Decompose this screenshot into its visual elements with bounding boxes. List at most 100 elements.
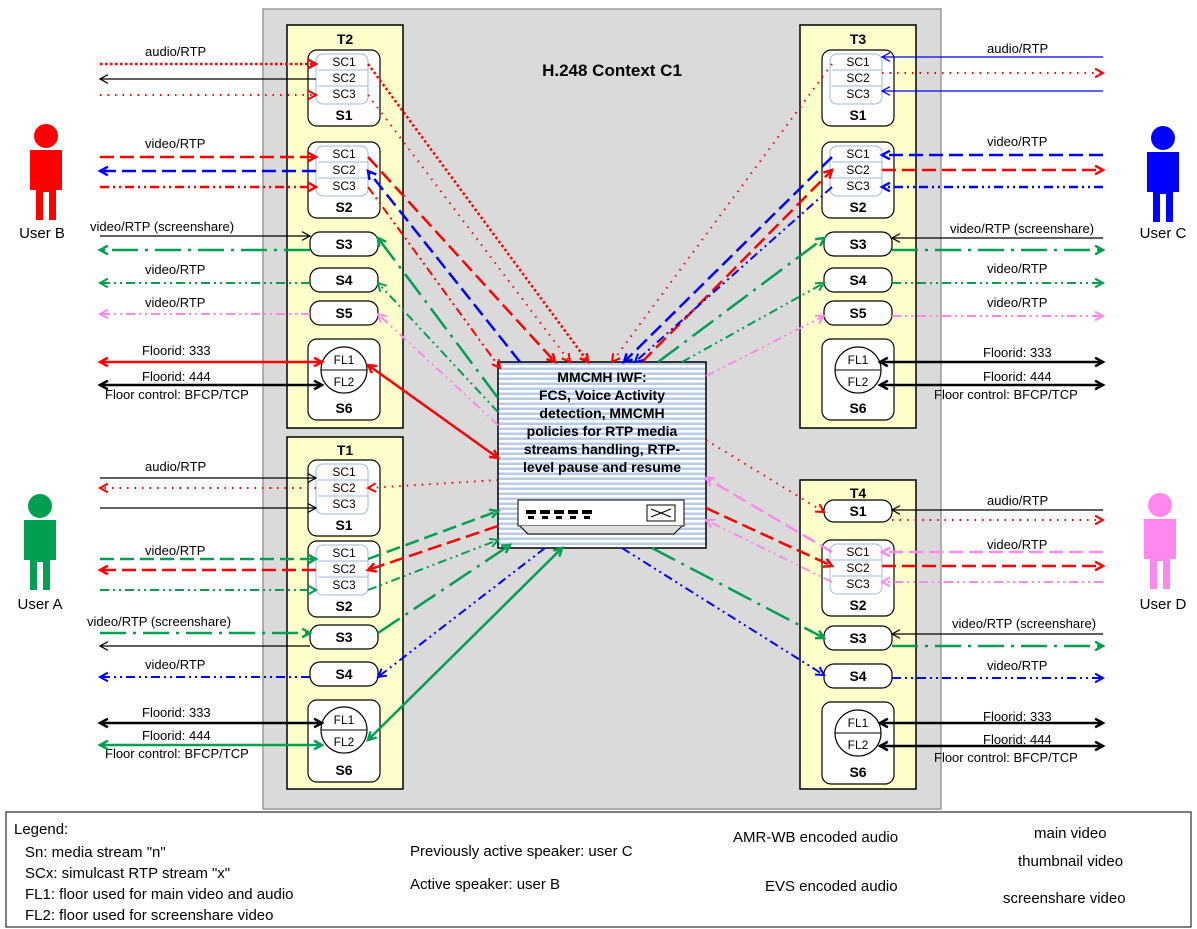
t2-stream-s4: S4 bbox=[309, 267, 379, 293]
t1-floor-444-label: Floorid: 444 bbox=[142, 728, 211, 743]
sc2-label: SC2 bbox=[846, 561, 870, 575]
d-audio-in-arrow bbox=[890, 505, 1103, 515]
a-video-sc3-arrow bbox=[100, 584, 319, 596]
s6-label: S6 bbox=[849, 400, 866, 416]
t4-stream-s6: FL1 FL2 S6 bbox=[821, 701, 895, 785]
iwf-to-t4-s4 bbox=[621, 547, 826, 677]
b-floor-444-arrow bbox=[97, 379, 325, 391]
s6-label: S6 bbox=[849, 764, 866, 780]
fl1-label: FL1 bbox=[848, 353, 869, 367]
t4-floor-444-label: Floorid: 444 bbox=[983, 732, 1052, 747]
user-a-icon bbox=[24, 494, 56, 590]
d-video-sc1-arrow bbox=[879, 546, 1103, 558]
iwf-line-2: FCS, Voice Activity bbox=[539, 387, 665, 403]
iwf-to-t1-video-sc2 bbox=[365, 524, 499, 573]
sc1-label: SC1 bbox=[846, 55, 870, 69]
user-d-icon bbox=[1144, 493, 1176, 589]
iwf-to-t4-s3 bbox=[651, 546, 827, 640]
s1-label: S1 bbox=[335, 107, 352, 123]
iwf-to-t4-video-sc2 bbox=[705, 506, 835, 568]
legend-item-sn: Sn: media stream "n" bbox=[25, 844, 166, 861]
b-s5-arrow bbox=[97, 308, 310, 320]
termination-t1-label: T1 bbox=[337, 442, 354, 458]
t1-screenshare-label: video/RTP (screenshare) bbox=[87, 614, 231, 629]
iwf-line-3: detection, MMCMH bbox=[539, 405, 664, 421]
t3-stream-s3: S3 bbox=[823, 231, 893, 257]
fl2-label: FL2 bbox=[334, 375, 355, 389]
c-video-sc2-arrow bbox=[882, 164, 1106, 176]
s5-label: S5 bbox=[335, 305, 352, 321]
s2-label: S2 bbox=[849, 199, 866, 215]
user-c-label: User C bbox=[1140, 225, 1187, 242]
t3-floor-333-label: Floorid: 333 bbox=[983, 345, 1052, 360]
user-d-label: User D bbox=[1140, 596, 1187, 613]
a-s4-arrow bbox=[97, 671, 310, 683]
s4-label: S4 bbox=[849, 668, 866, 684]
legend-item-scx: SCx: simulcast RTP stream "x" bbox=[25, 865, 230, 882]
b-video-sc2-arrow bbox=[97, 165, 316, 177]
t1-floor-control-label: Floor control: BFCP/TCP bbox=[105, 746, 249, 761]
sc3-label: SC3 bbox=[332, 179, 356, 193]
c-floor-444-arrow bbox=[877, 379, 1106, 391]
s3-label: S3 bbox=[849, 236, 866, 252]
legend-evs-label: EVS encoded audio bbox=[765, 878, 898, 895]
c-s5-arrow bbox=[892, 310, 1106, 322]
t3-stream-s6: FL1 FL2 S6 bbox=[821, 338, 895, 421]
c-s4-arrow bbox=[892, 277, 1106, 289]
t2-screenshare-label: video/RTP (screenshare) bbox=[90, 219, 234, 234]
t1-video-label: video/RTP bbox=[145, 543, 205, 558]
t4-stream-s2: SC1 SC2 SC3 S2 bbox=[821, 539, 895, 617]
t3-s5-video-label: video/RTP bbox=[987, 295, 1047, 310]
t2-video-sc1-to-iwf bbox=[367, 156, 557, 364]
a-floor-444-arrow bbox=[97, 739, 325, 751]
t3-s4-video-label: video/RTP bbox=[987, 261, 1047, 276]
t1-audio-label: audio/RTP bbox=[145, 459, 206, 474]
b-s4-arrow bbox=[97, 277, 310, 289]
t3-stream-s4: S4 bbox=[823, 267, 893, 293]
t4-floor-control-label: Floor control: BFCP/TCP bbox=[934, 750, 1078, 765]
t2-stream-s6: FL1 FL2 S6 bbox=[307, 338, 381, 421]
t2-floor-control-label: Floor control: BFCP/TCP bbox=[105, 387, 249, 402]
stream-labels: audio/RTP video/RTP video/RTP (screensha… bbox=[87, 41, 1096, 765]
t1-video-sc3-to-iwf bbox=[367, 537, 500, 591]
a-floor-333-arrow bbox=[97, 717, 325, 729]
iwf-to-t2-video-sc2 bbox=[366, 168, 521, 363]
s3-label: S3 bbox=[849, 630, 866, 646]
iwf-line-6: level pause and resume bbox=[523, 459, 681, 475]
fl1-label: FL1 bbox=[334, 713, 355, 727]
t4-audio-label: audio/RTP bbox=[987, 493, 1048, 508]
t3-floor-444-label: Floorid: 444 bbox=[983, 369, 1052, 384]
iwf-to-t3-s5 bbox=[705, 314, 826, 377]
t1-floor-333-label: Floorid: 333 bbox=[142, 705, 211, 720]
legend-main-video-label: main video bbox=[1034, 825, 1107, 842]
t2-video-label: video/RTP bbox=[145, 136, 205, 151]
c-share-out-arrow bbox=[892, 244, 1106, 256]
t3-stream-s2: SC1 SC2 SC3 S2 bbox=[821, 141, 895, 219]
b-audio-sc3-arrow bbox=[100, 89, 319, 101]
a-video-sc1-arrow bbox=[100, 553, 319, 565]
sc1-label: SC1 bbox=[332, 55, 356, 69]
iwf-to-t2-s5 bbox=[376, 312, 499, 426]
t3-floor-control-label: Floor control: BFCP/TCP bbox=[934, 387, 1078, 402]
t3-video-sc3-to-iwf bbox=[633, 186, 833, 364]
c-video-sc3-arrow bbox=[879, 181, 1103, 193]
sc3-label: SC3 bbox=[846, 577, 870, 591]
iwf-to-t3-s4 bbox=[681, 281, 826, 363]
s3-label: S3 bbox=[335, 236, 352, 252]
a-video-sc2-arrow bbox=[97, 564, 316, 576]
b-audio-sc1-arrow bbox=[100, 58, 319, 70]
fl1-label: FL1 bbox=[848, 716, 869, 730]
sc2-label: SC2 bbox=[332, 71, 356, 85]
t3-screenshare-label: video/RTP (screenshare) bbox=[950, 221, 1094, 236]
t1-stream-s6: FL1 FL2 S6 bbox=[307, 699, 381, 783]
d-floor-444-arrow bbox=[877, 740, 1106, 752]
s5-label: S5 bbox=[849, 305, 866, 321]
a-audio-sc2-arrow bbox=[97, 482, 316, 494]
t3-stream-s1: SC1 SC2 SC3 S1 bbox=[821, 49, 895, 127]
legend-item-fl2: FL2: floor used for screenshare video bbox=[25, 907, 273, 924]
legend-active-speaker: Active speaker: user B bbox=[410, 876, 560, 893]
b-floor-333-arrow bbox=[97, 356, 325, 368]
fl2-label: FL2 bbox=[848, 738, 869, 752]
a-audio-sc3-arrow bbox=[100, 503, 318, 513]
b-share-out-arrow bbox=[97, 244, 310, 256]
